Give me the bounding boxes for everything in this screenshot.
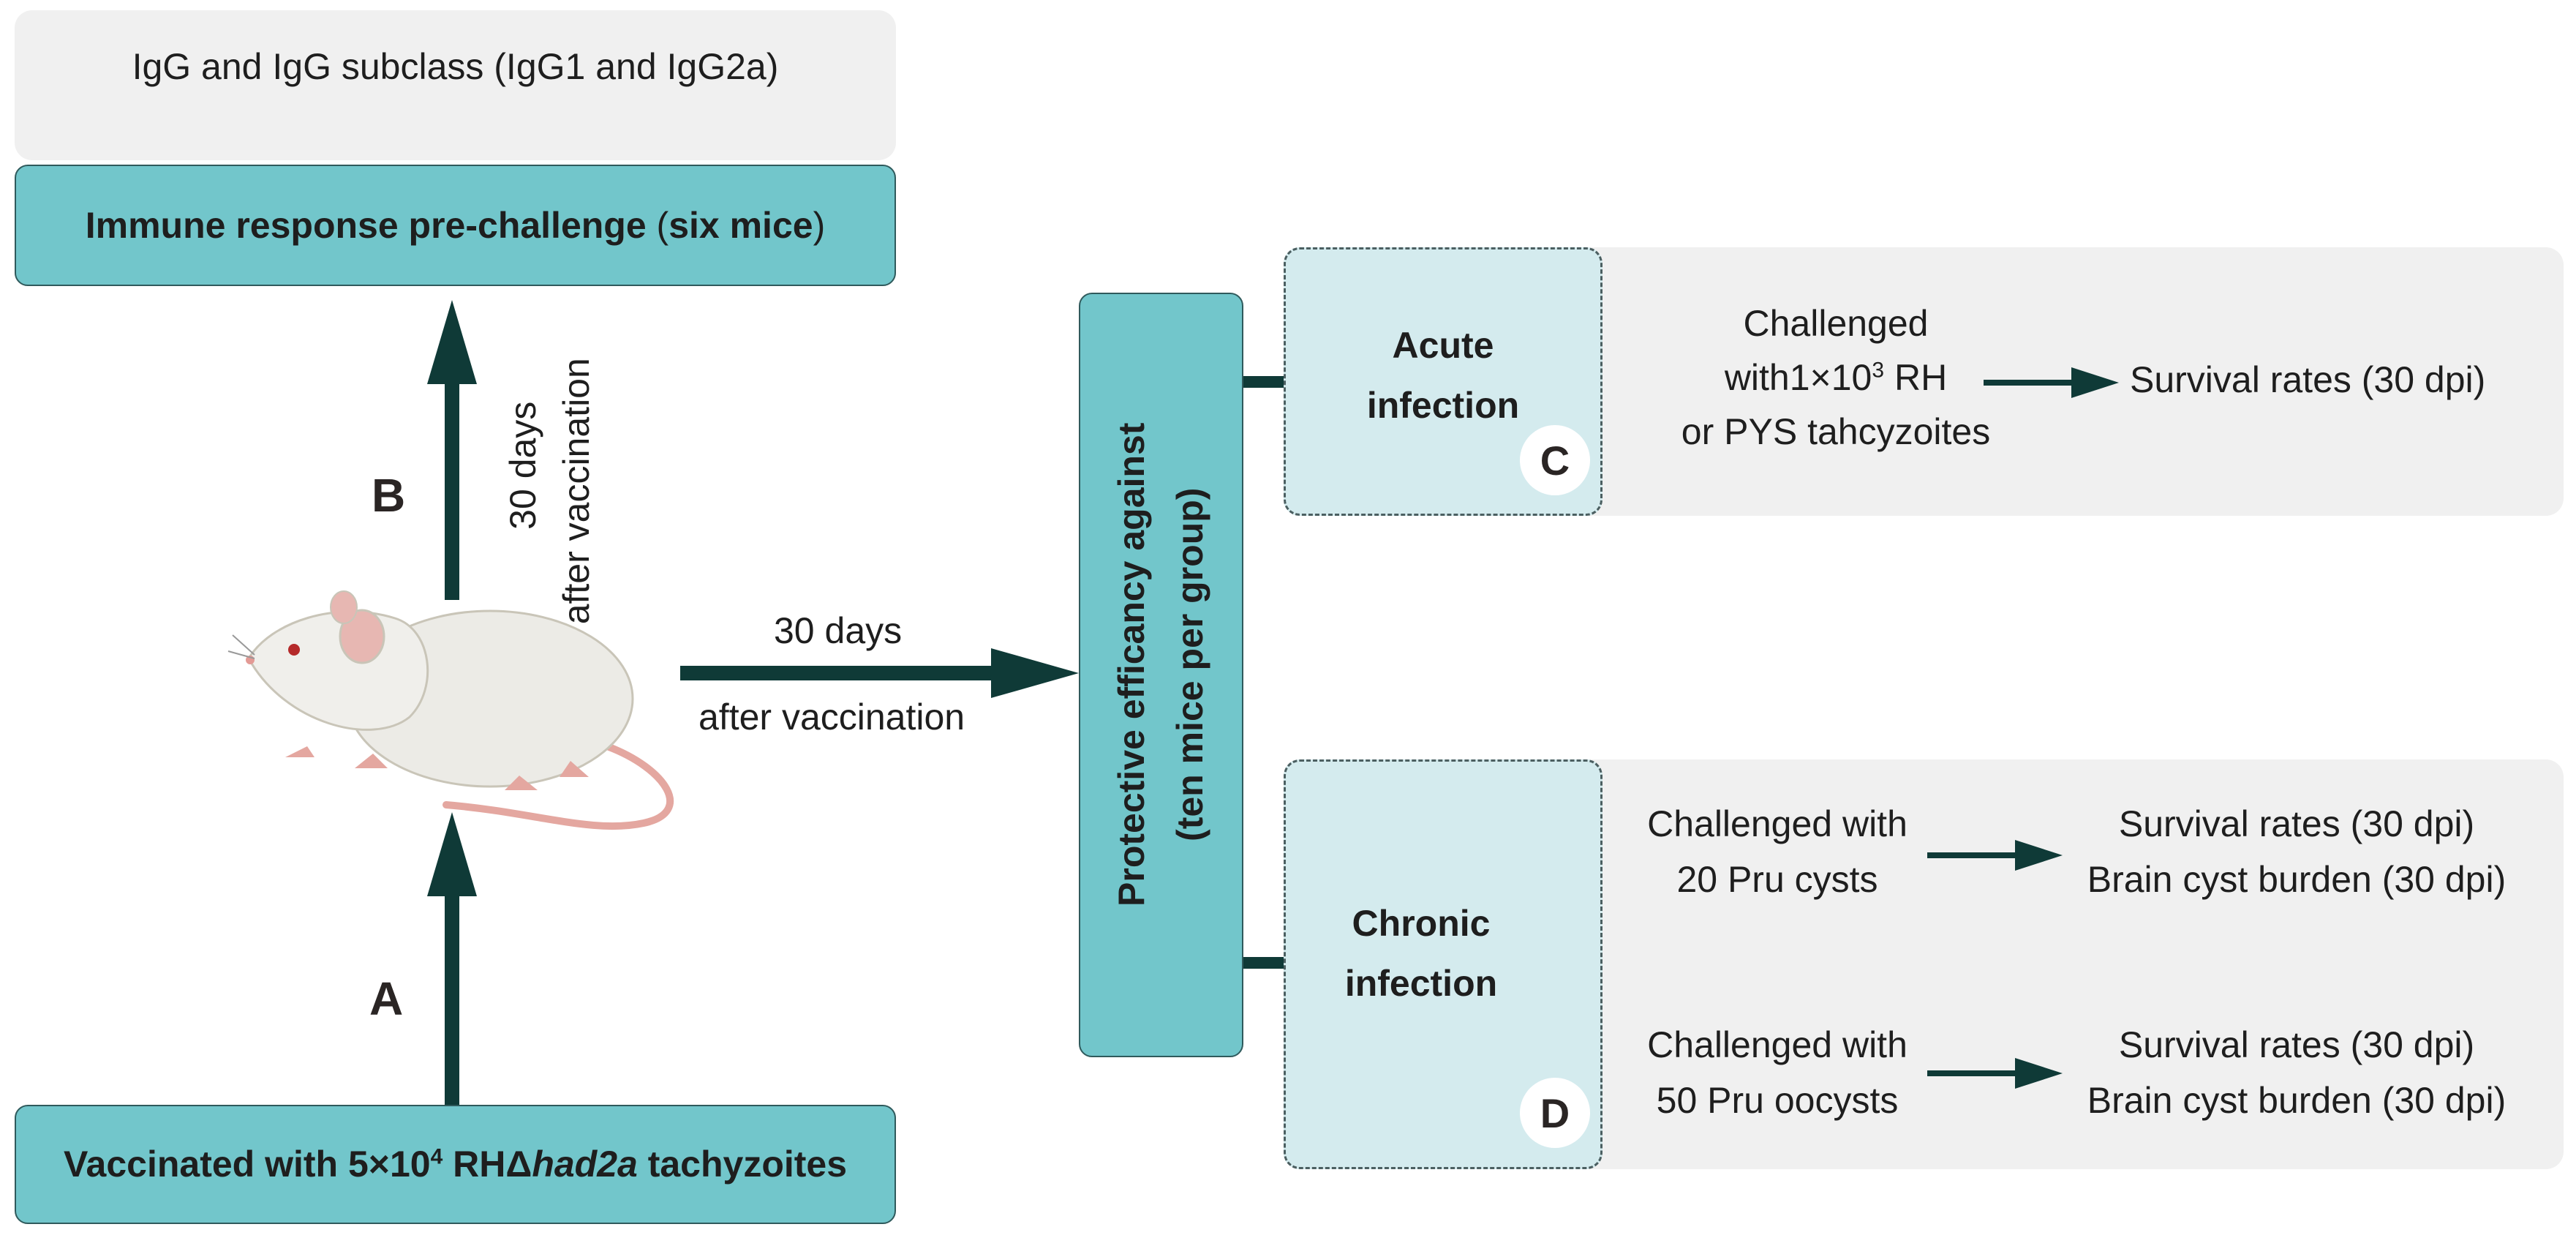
arrow-b [427, 300, 477, 600]
label-b: B [372, 469, 406, 522]
vaccination-box: Vaccinated with 5×104 RHΔhad2a tachyzoit… [15, 1105, 896, 1224]
antibody-panel: IgG and IgG subclass (IgG1 and IgG2a) [15, 10, 896, 160]
acute-title-line2: infection [1366, 385, 1520, 426]
chronic-row2-challenge: Challenged with 50 Pru oocysts [1624, 1017, 1931, 1128]
vaccination-strain: RHΔ [442, 1144, 532, 1185]
immune-paren-content: six mice [669, 204, 813, 246]
arrow-main-bottom: after vaccination [698, 697, 965, 738]
chronic-row2-line2: 50 Pru oocysts [1656, 1080, 1899, 1121]
acute-arrow [1984, 367, 2119, 398]
chronic-row1-arrow [1927, 840, 2063, 871]
acute-challenge-suffix: RH [1884, 357, 1948, 398]
acute-box: Acute infection C [1284, 247, 1603, 516]
chronic-row1-line1: Challenged with [1647, 803, 1907, 844]
immune-paren-close: ) [813, 204, 826, 246]
antibody-text: IgG and IgG subclass (IgG1 and IgG2a) [132, 46, 779, 88]
chronic-row1-out2: Brain cyst burden (30 dpi) [2087, 859, 2507, 900]
immune-response-main: Immune response pre-challenge [85, 204, 647, 246]
connector-chronic [1243, 957, 1287, 969]
arrow-main [680, 648, 1079, 698]
chronic-row1-challenge: Challenged with 20 Pru cysts [1624, 796, 1931, 907]
acute-challenge-prefix: with1×10 [1724, 357, 1872, 398]
label-d: D [1540, 1089, 1570, 1136]
chronic-row2-line1: Challenged with [1647, 1024, 1907, 1065]
vaccination-prefix: Vaccinated with 5×10 [63, 1144, 431, 1185]
chronic-row2-out1: Survival rates (30 dpi) [2118, 1024, 2475, 1065]
label-c: C [1540, 437, 1570, 484]
acute-title: Acute infection [1286, 315, 1600, 435]
acute-challenge-line1: Challenged [1743, 303, 1929, 344]
chronic-row1-out1: Survival rates (30 dpi) [2118, 803, 2475, 844]
chronic-row1-line2: 20 Pru cysts [1676, 859, 1878, 900]
acute-outcome: Survival rates (30 dpi) [2130, 359, 2486, 400]
immune-response-title: Immune response pre-challenge (six mice) [86, 199, 825, 252]
label-a: A [369, 972, 404, 1025]
arrow-main-top: 30 days [774, 610, 903, 651]
chronic-title-line1: Chronic [1352, 903, 1491, 944]
acute-challenge-exp: 3 [1872, 358, 1885, 383]
efficacy-box: Protective efficancy against (ten mice p… [1079, 293, 1243, 1057]
acute-challenge: Challenged with1×103 RH or PYS tahcyzoit… [1631, 296, 2041, 459]
chronic-row2-out2: Brain cyst burden (30 dpi) [2087, 1080, 2507, 1121]
vaccination-suffix: tachyzoites [637, 1144, 848, 1185]
vaccination-exponent: 4 [430, 1144, 443, 1169]
immune-paren-open: ( [646, 204, 669, 246]
chronic-row2-arrow [1927, 1058, 2063, 1089]
vaccination-text: Vaccinated with 5×104 RHΔhad2a tachyzoit… [64, 1138, 847, 1191]
chronic-title-line2: infection [1344, 963, 1498, 1004]
chronic-box: Chronic infection D [1284, 759, 1603, 1169]
acute-challenge-line2: with1×103 RH [1631, 350, 2041, 405]
arrow-b-line1: 30 days [502, 401, 543, 530]
efficacy-line1: Protective efficancy against [1110, 422, 1152, 907]
efficacy-line2: (ten mice per group) [1169, 487, 1210, 841]
chronic-row1-outcome: Survival rates (30 dpi) Brain cyst burde… [2063, 796, 2531, 907]
label-c-circle: C [1520, 425, 1590, 495]
vaccination-gene: had2a [532, 1144, 638, 1185]
acute-challenge-line3: or PYS tahcyzoites [1681, 411, 1991, 452]
label-d-circle: D [1520, 1078, 1590, 1148]
arrow-a [427, 812, 477, 1105]
mouse-illustration [227, 590, 674, 830]
acute-title-line1: Acute [1392, 325, 1494, 366]
immune-response-box: Immune response pre-challenge (six mice) [15, 165, 896, 286]
connector-acute [1243, 376, 1287, 388]
chronic-row2-outcome: Survival rates (30 dpi) Brain cyst burde… [2063, 1017, 2531, 1128]
chronic-title: Chronic infection [1264, 893, 1578, 1013]
